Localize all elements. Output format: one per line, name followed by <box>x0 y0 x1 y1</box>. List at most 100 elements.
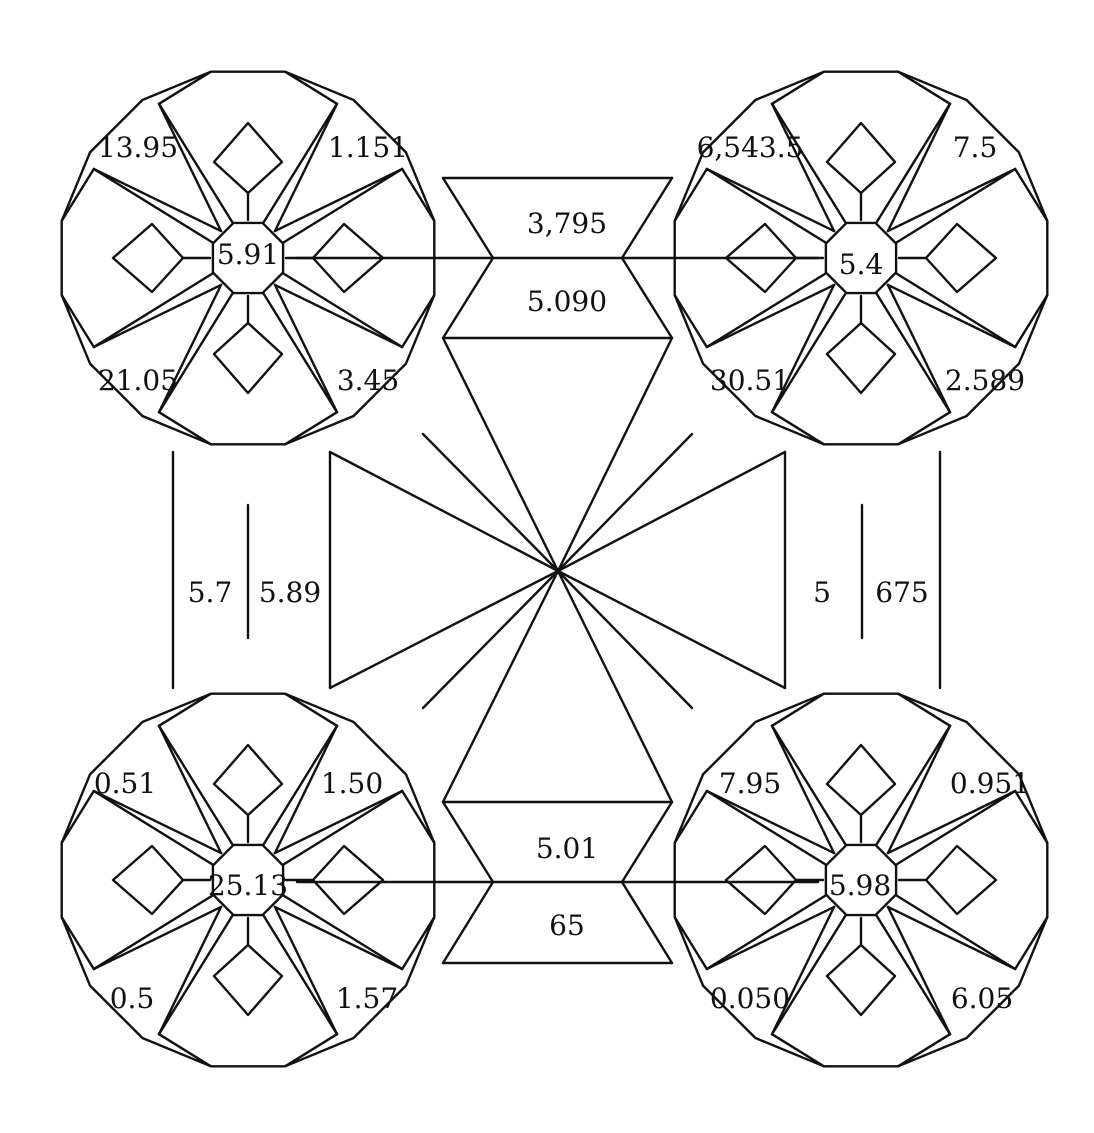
center-star-ray <box>556 569 674 804</box>
tr-kite-edge <box>872 288 952 414</box>
tr-petal-spoke <box>770 102 836 233</box>
tr-kite-edge <box>891 269 1017 349</box>
br-kite-edge <box>770 692 826 727</box>
center-star-ray <box>556 336 674 573</box>
bl-lower-right-label: 1.57 <box>336 982 398 1015</box>
bl-petal-spoke <box>273 789 404 855</box>
tr-kite-edge <box>770 411 826 446</box>
bl-kite-edge <box>157 1032 213 1068</box>
top-link-edge <box>620 176 674 260</box>
br-kite-edge <box>673 915 708 971</box>
diagram-lines <box>60 70 1049 1068</box>
tr-petal-spoke <box>705 167 836 233</box>
tl-kite-edge <box>60 167 96 223</box>
tr-kite-edge <box>673 167 708 223</box>
br-petal-spoke <box>770 905 836 1036</box>
br-hub-octagon <box>824 843 898 917</box>
br-kite-edge <box>872 910 952 1036</box>
bl-lower-left-label: 0.5 <box>110 982 155 1015</box>
tl-kite-edge <box>157 102 237 228</box>
center-star-ray <box>421 569 560 710</box>
bl-kite-edge <box>401 915 436 971</box>
bl-kite-edge <box>60 789 96 845</box>
br-kite-edge <box>896 1032 952 1068</box>
br-kite-edge <box>896 692 952 727</box>
center-star-ray <box>441 336 560 573</box>
tl-kite-edge <box>283 70 339 106</box>
tl-kite-edge <box>278 167 404 247</box>
bl-upper-left-label: 0.51 <box>94 767 156 800</box>
tl-kite-edge <box>157 411 213 446</box>
br-petal-spoke <box>886 905 1017 971</box>
tr-lower-left-label: 30.51 <box>710 364 790 397</box>
tr-hub-octagon <box>824 221 898 295</box>
br-kite-edge <box>891 789 1017 869</box>
tr-kite-edge <box>705 167 831 247</box>
top-link-lower-label: 5.090 <box>527 285 607 318</box>
br-kite-edge <box>872 724 952 850</box>
right-link-left-label: 5 <box>813 576 831 609</box>
bl-kite-edge <box>401 789 436 845</box>
bl-petal-spoke <box>92 905 223 971</box>
bl-kite-edge <box>157 910 237 1036</box>
bl-axis-diamond <box>212 743 284 817</box>
top-link-upper-label: 3,795 <box>527 207 607 240</box>
tl-kite-edge <box>259 288 339 414</box>
left-link-left-label: 5.7 <box>188 576 233 609</box>
bottom-link-lower-label: 65 <box>549 909 585 942</box>
bl-kite-edge <box>283 692 339 727</box>
tr-lower-right-label: 2.589 <box>945 364 1025 397</box>
tl-axis-diamond <box>212 121 284 195</box>
right-link-right-label: 675 <box>875 576 928 609</box>
tl-petal-spoke <box>92 283 223 349</box>
tl-upper-right-label: 1.151 <box>328 131 408 164</box>
br-lower-left-label: 0.050 <box>710 982 790 1015</box>
tl-hub-octagon <box>211 221 285 295</box>
tr-kite-edge <box>896 411 952 446</box>
bl-axis-diamond <box>311 844 385 916</box>
tr-petal-spoke <box>886 167 1017 233</box>
bottom-link-edge <box>441 880 495 965</box>
tl-petal-spoke <box>273 283 404 349</box>
top-link-edge <box>441 176 495 260</box>
br-petal-spoke <box>886 724 952 855</box>
bl-hub-label: 25.13 <box>208 869 288 902</box>
bl-kite-edge <box>259 910 339 1036</box>
tr-kite-edge <box>891 167 1017 247</box>
br-kite-edge <box>1014 789 1049 845</box>
tl-kite-edge <box>92 167 218 247</box>
br-lower-right-label: 6.05 <box>951 982 1013 1015</box>
bl-kite-edge <box>157 724 237 850</box>
center-star-ray <box>328 450 560 573</box>
tr-kite-edge <box>1014 293 1049 349</box>
tl-kite-edge <box>92 269 218 349</box>
bl-petal-spoke <box>157 905 223 1036</box>
tr-kite-edge <box>872 102 952 228</box>
tl-kite-edge <box>401 167 436 223</box>
bl-kite-edge <box>278 789 404 869</box>
tr-kite-edge <box>770 102 850 228</box>
tr-axis-diamond <box>825 321 897 395</box>
center-star-ray <box>556 450 787 573</box>
tl-kite-edge <box>278 269 404 349</box>
tr-hub-label: 5.4 <box>839 248 884 281</box>
tl-kite-edge <box>60 293 96 349</box>
br-petal-spoke <box>705 789 836 855</box>
center-star-ray <box>556 432 694 573</box>
left-link-right-label: 5.89 <box>259 576 321 609</box>
bl-kite-edge <box>278 891 404 971</box>
tl-upper-left-label: 13.95 <box>98 131 178 164</box>
bl-petal-spoke <box>273 724 339 855</box>
tl-petal-spoke <box>273 102 339 233</box>
bl-axis-diamond <box>111 844 185 916</box>
tr-axis-diamond <box>924 222 998 294</box>
tl-kite-edge <box>157 70 213 106</box>
bottom-link-upper-label: 5.01 <box>536 832 598 865</box>
br-kite-edge <box>770 1032 826 1068</box>
bl-petal-spoke <box>273 905 404 971</box>
tr-petal-spoke <box>886 283 1017 349</box>
tr-kite-edge <box>673 293 708 349</box>
tl-kite-edge <box>157 288 237 414</box>
br-upper-left-label: 7.95 <box>719 767 781 800</box>
tl-petal-spoke <box>273 167 404 233</box>
